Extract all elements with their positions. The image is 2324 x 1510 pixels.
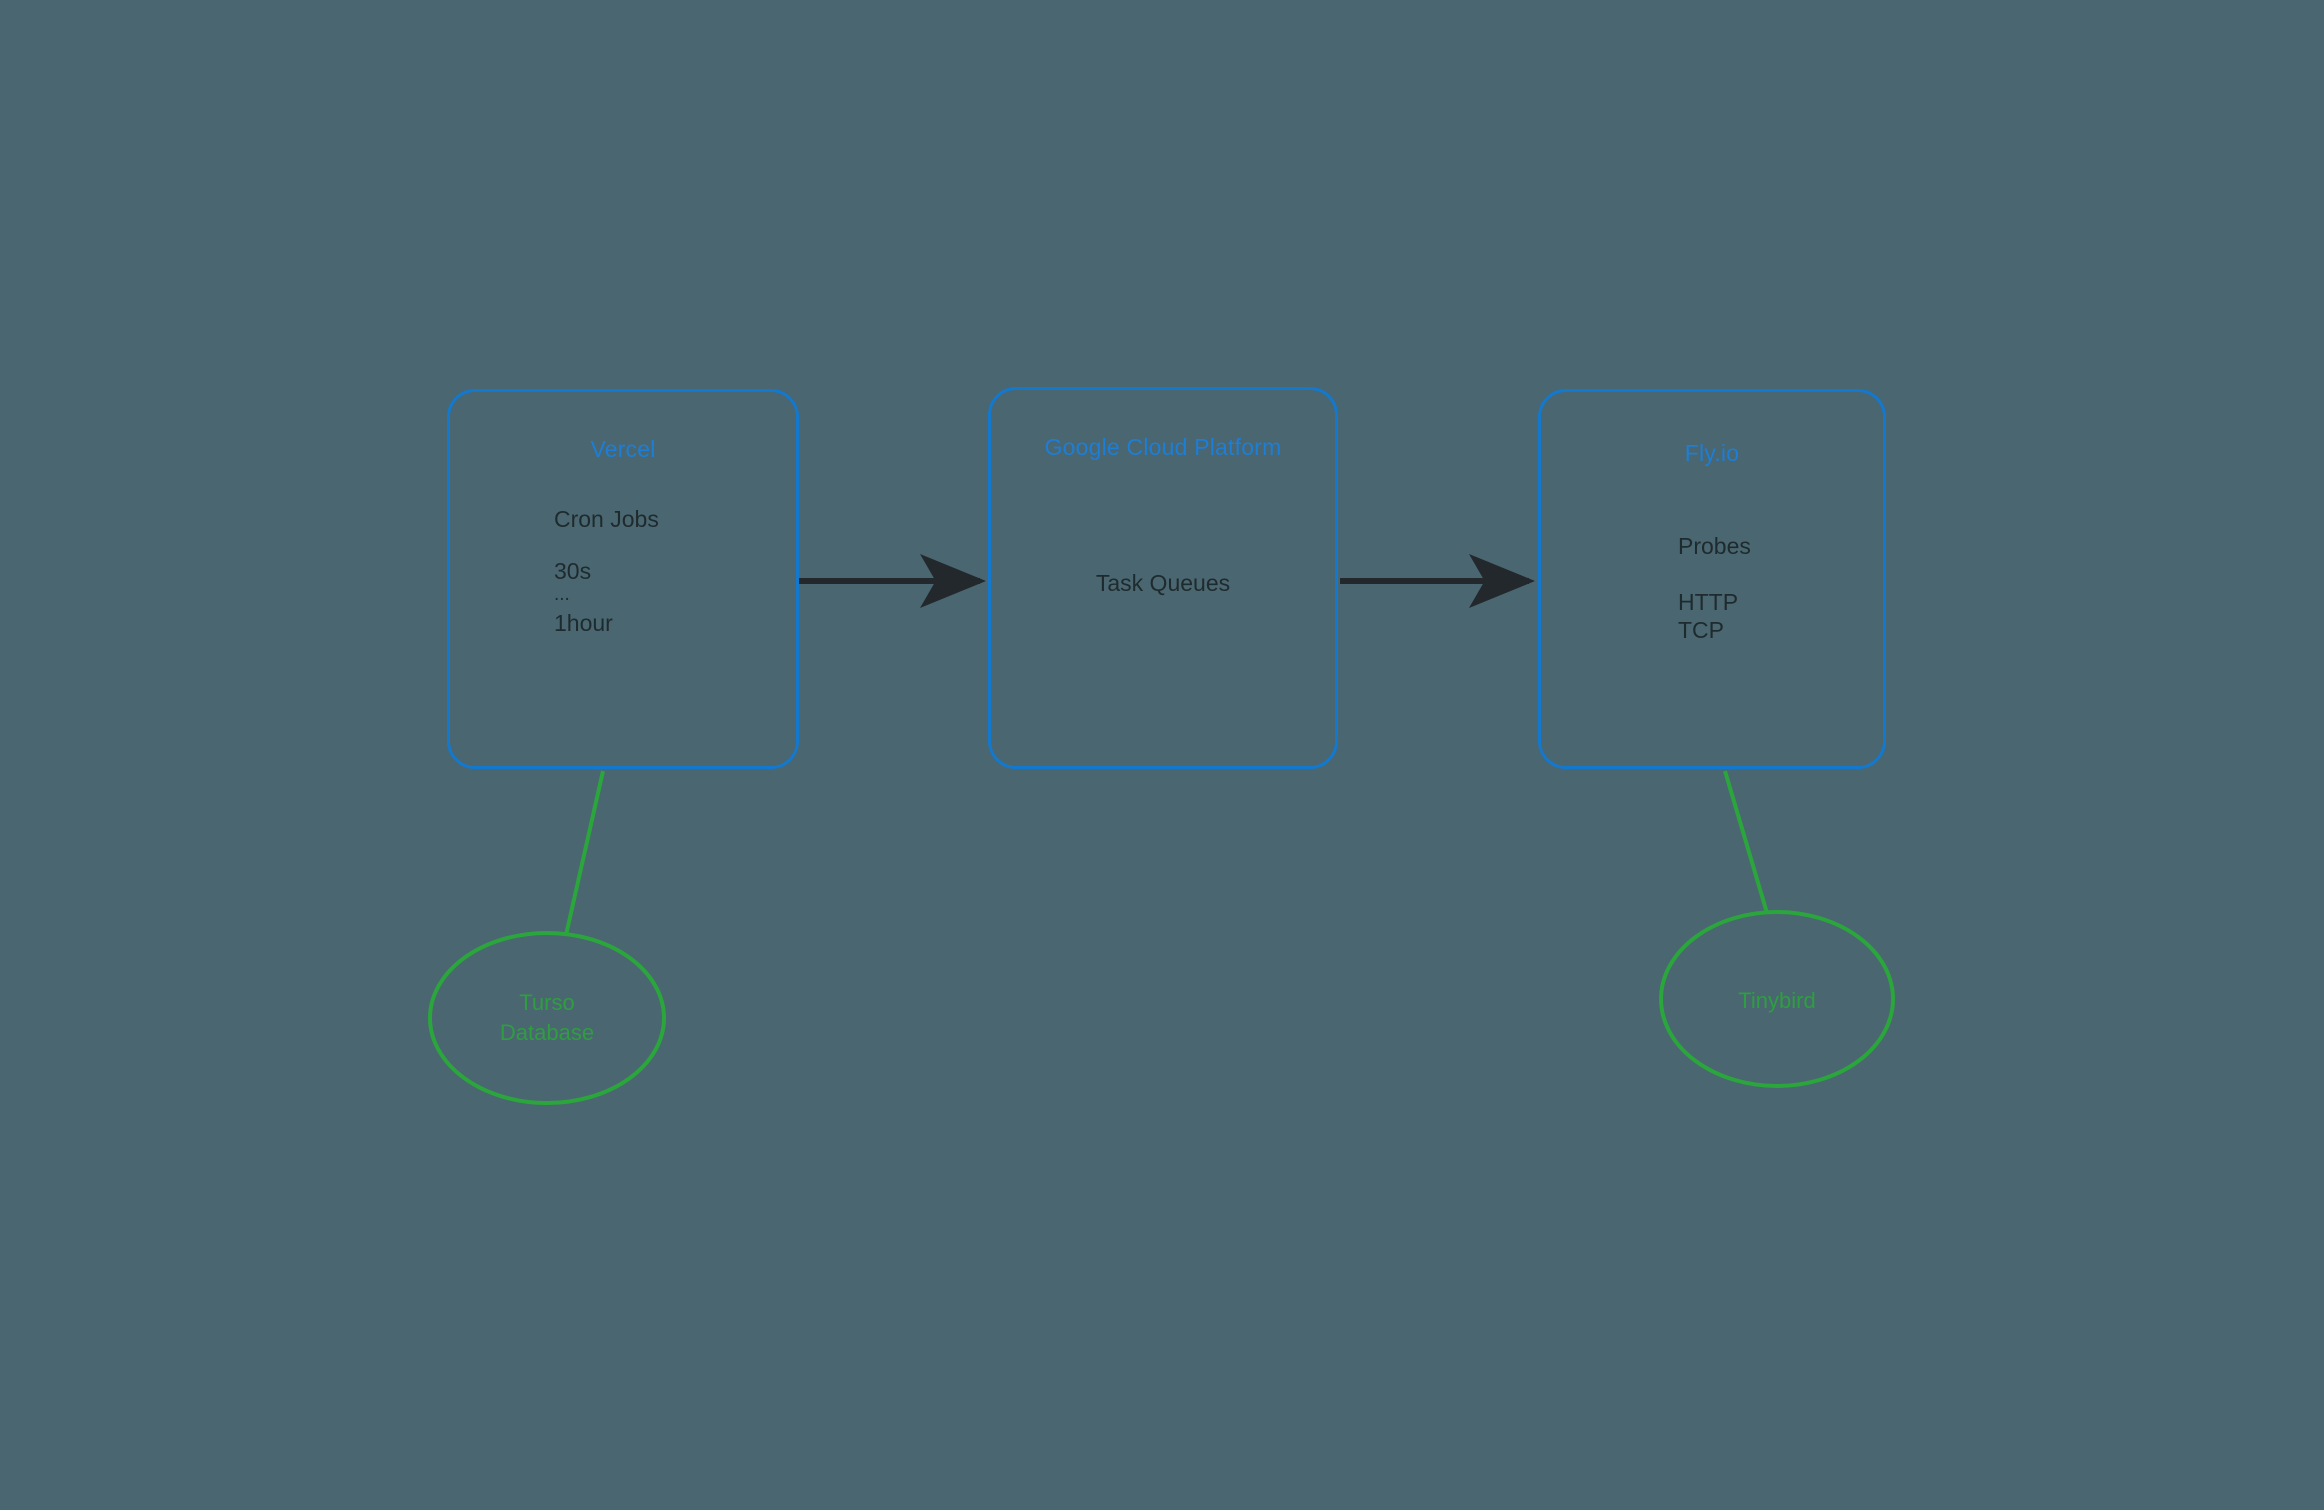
node-flyio-line-probes: Probes xyxy=(1678,533,1751,559)
node-vercel-title: Vercel xyxy=(590,436,656,462)
node-vercel-line-30s: 30s xyxy=(554,558,592,584)
node-flyio-line-http: HTTP xyxy=(1678,589,1739,615)
edge-flyio-to-tinybird xyxy=(1723,770,1769,914)
node-vercel-line-1hour: 1hour xyxy=(554,610,613,636)
node-gcp-line-task-queues: Task Queues xyxy=(1095,570,1231,596)
edge-vercel-to-turso xyxy=(564,770,605,936)
node-vercel-line-ellipsis: ... xyxy=(554,584,570,605)
node-flyio-line-tcp: TCP xyxy=(1678,617,1724,643)
node-gcp[interactable]: Google Cloud Platform Task Queues xyxy=(988,387,1338,769)
ellipse-tinybird-label: Tinybird xyxy=(1738,988,1816,1013)
ellipse-turso-label: Turso Database xyxy=(499,990,595,1045)
node-gcp-title: Google Cloud Platform xyxy=(1044,434,1282,460)
node-flyio-title: Fly.io xyxy=(1684,440,1740,466)
node-vercel-line-cron-jobs: Cron Jobs xyxy=(554,506,659,532)
node-flyio[interactable]: Fly.io Probes HTTP TCP xyxy=(1538,389,1886,769)
node-vercel[interactable]: Vercel Cron Jobs 30s ... 1hour xyxy=(447,389,799,769)
